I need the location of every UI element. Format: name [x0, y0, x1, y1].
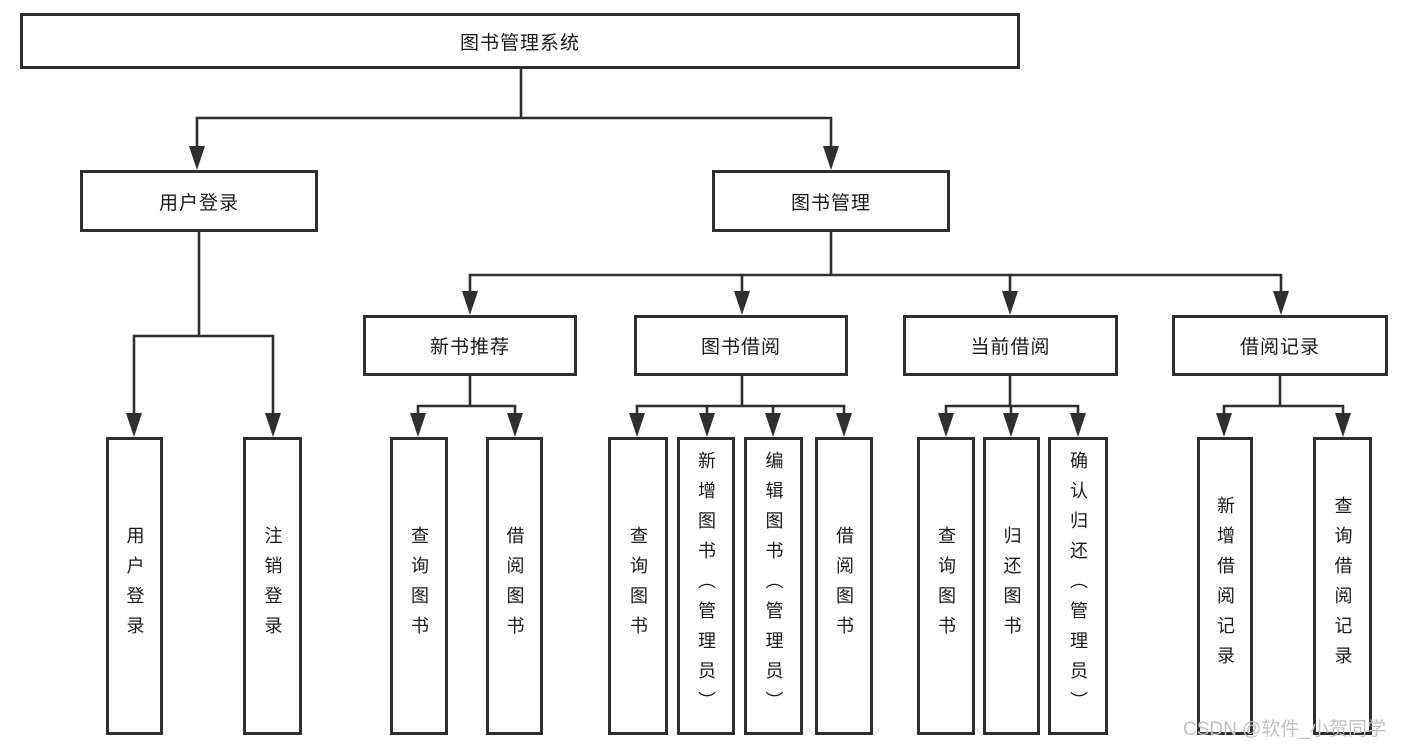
connector-root-to-level2	[195, 67, 833, 152]
leaf-query-book-3: 查询图书	[917, 437, 975, 735]
leaf-label: 查询图书	[936, 526, 956, 646]
leaf-label: 查询借阅记录	[1332, 496, 1353, 676]
node-book-mgmt-label: 图书管理	[790, 192, 871, 214]
node-book-borrow: 图书借阅	[634, 315, 848, 376]
arrow-icon	[1070, 413, 1086, 437]
node-user-login: 用户登录	[80, 170, 318, 232]
leaf-query-borrow-record: 查询借阅记录	[1313, 437, 1372, 735]
arrow-icon	[1335, 413, 1351, 437]
leaf-edit-book-admin: 编辑图书（管理员）	[744, 437, 803, 735]
leaf-add-book-admin: 新增图书（管理员）	[677, 437, 735, 735]
csdn-watermark: CSDN @软件_小贺同学	[1183, 714, 1403, 741]
connector-user-login-branch	[132, 230, 275, 420]
connector-current-borrow-branch	[944, 374, 1080, 420]
arrow-icon	[629, 413, 645, 437]
leaf-label: 确认归还（管理员）	[1068, 451, 1088, 721]
arrow-icon	[938, 413, 954, 437]
leaf-label: 查询图书	[628, 526, 648, 646]
leaf-label: 新增图书（管理员）	[696, 451, 716, 721]
leaf-label: 查询图书	[409, 526, 429, 646]
leaf-label: 用户登录	[124, 526, 145, 646]
node-root-label: 图书管理系统	[459, 32, 580, 54]
arrow-icon	[765, 413, 781, 437]
connector-new-book-branch	[416, 374, 517, 420]
arrow-icon	[1003, 413, 1019, 437]
node-book-mgmt: 图书管理	[712, 170, 950, 232]
leaf-borrow-book-1: 借阅图书	[486, 437, 543, 735]
connector-book-mgmt-branch	[468, 230, 1283, 298]
arrow-icon	[189, 146, 205, 170]
leaf-query-book-2: 查询图书	[608, 437, 668, 735]
leaf-query-book-1: 查询图书	[390, 437, 448, 735]
node-book-borrow-label: 图书借阅	[700, 337, 781, 358]
leaf-confirm-return-admin: 确认归还（管理员）	[1048, 437, 1108, 735]
leaf-label: 借阅图书	[504, 526, 525, 646]
arrow-icon	[1216, 413, 1232, 437]
leaf-label: 编辑图书（管理员）	[763, 451, 784, 721]
leaf-label: 归还图书	[1001, 526, 1022, 646]
node-current-borrow-label: 当前借阅	[970, 337, 1051, 358]
leaf-add-borrow-record: 新增借阅记录	[1197, 437, 1253, 735]
arrow-icon	[462, 291, 478, 315]
node-new-book-recommend-label: 新书推荐	[429, 337, 510, 358]
connector-borrow-record-branch	[1222, 374, 1345, 420]
arrow-icon	[1002, 291, 1018, 315]
connector-book-borrow-branch	[635, 374, 846, 420]
leaf-logout: 注销登录	[243, 437, 302, 735]
leaf-return-book: 归还图书	[983, 437, 1040, 735]
leaf-borrow-book-2: 借阅图书	[815, 437, 873, 735]
node-user-login-label: 用户登录	[158, 192, 239, 214]
arrow-icon	[265, 413, 281, 437]
node-new-book-recommend: 新书推荐	[363, 315, 577, 376]
arrow-icon	[823, 146, 839, 170]
arrow-icon	[734, 291, 750, 315]
arrow-icon	[126, 413, 142, 437]
arrow-icon	[836, 413, 852, 437]
node-root: 图书管理系统	[20, 13, 1020, 69]
leaf-label: 注销登录	[262, 526, 283, 646]
leaf-user-login: 用户登录	[106, 437, 163, 735]
csdn-watermark-text: CSDN @软件_小贺同学	[1183, 719, 1386, 740]
arrow-icon	[507, 413, 523, 437]
node-current-borrow: 当前借阅	[903, 315, 1118, 376]
arrowheads	[126, 146, 1351, 437]
node-borrow-record: 借阅记录	[1172, 315, 1388, 376]
arrow-icon	[1273, 291, 1289, 315]
arrow-icon	[410, 413, 426, 437]
leaf-label: 借阅图书	[834, 526, 854, 646]
arrow-icon	[699, 413, 715, 437]
leaf-label: 新增借阅记录	[1215, 496, 1235, 676]
node-borrow-record-label: 借阅记录	[1239, 337, 1320, 358]
